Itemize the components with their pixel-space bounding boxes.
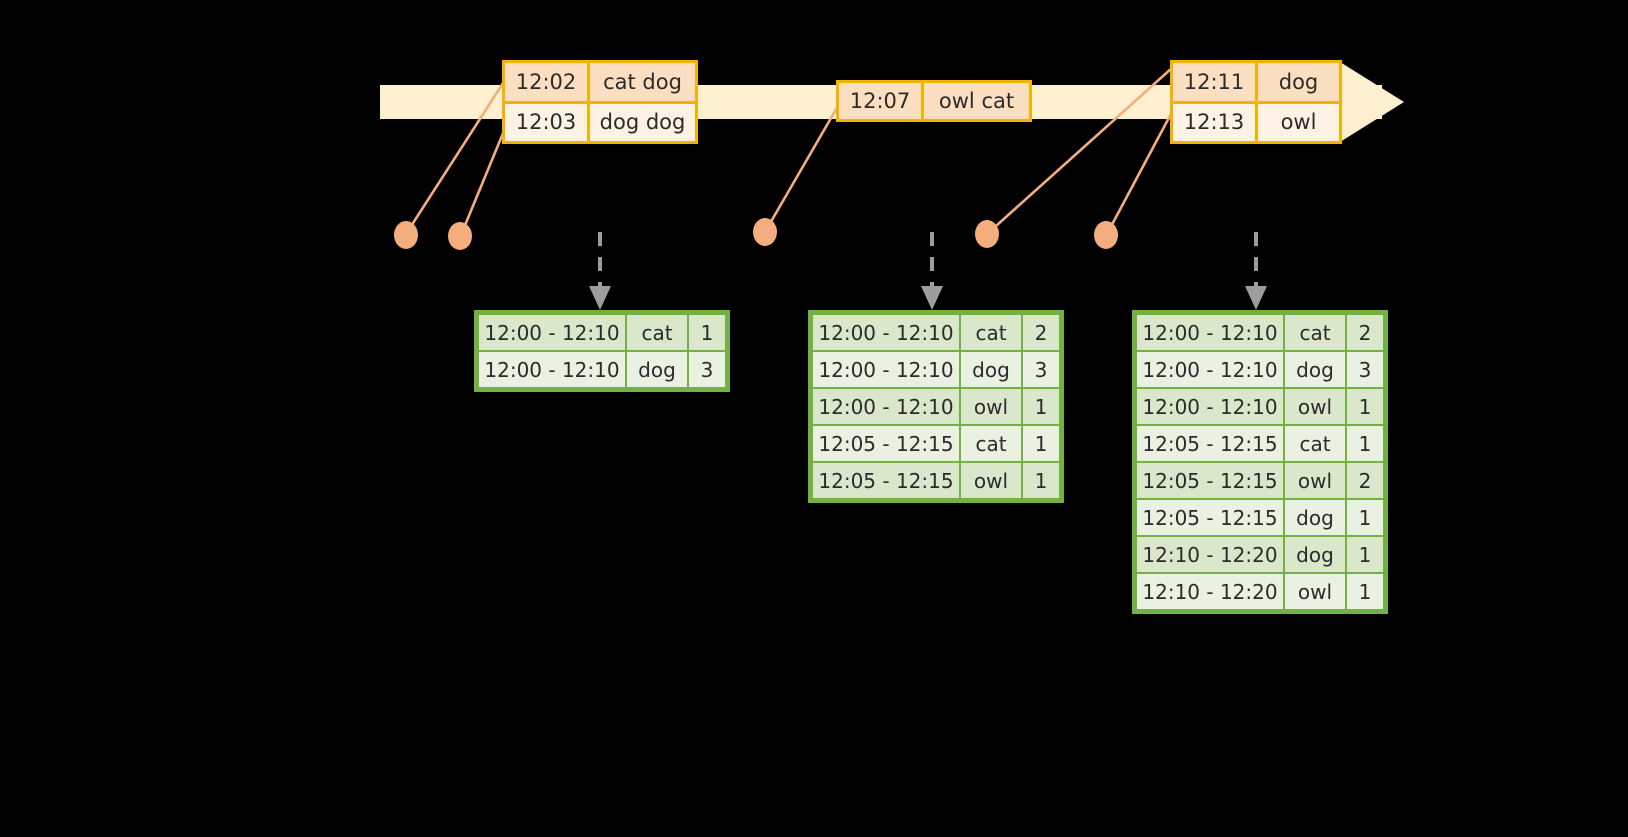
cell-count: 1 — [1022, 425, 1060, 462]
event-box-group-3[interactable]: 12:11 dog 12:13 owl — [1170, 60, 1342, 144]
cell-key: dog — [1284, 536, 1346, 573]
event-box-group-1[interactable]: 12:02 cat dog 12:03 dog dog — [502, 60, 698, 144]
cell-window: 12:00 - 12:10 — [1136, 314, 1284, 351]
cell-count: 1 — [688, 314, 726, 351]
event-payload: owl cat — [924, 83, 1029, 119]
event-time: 12:03 — [505, 103, 590, 141]
event-payload: cat dog — [590, 63, 695, 101]
cell-window: 12:00 - 12:10 — [1136, 388, 1284, 425]
event-dots — [394, 218, 1118, 250]
cell-count: 1 — [1346, 425, 1384, 462]
cell-key: dog — [1284, 351, 1346, 388]
cell-count: 2 — [1346, 462, 1384, 499]
cell-window: 12:05 - 12:15 — [812, 425, 960, 462]
event-time: 12:13 — [1173, 103, 1258, 141]
event-row[interactable]: 12:02 cat dog — [505, 63, 695, 101]
cell-window: 12:05 - 12:15 — [812, 462, 960, 499]
cell-window: 12:05 - 12:15 — [1136, 462, 1284, 499]
cell-key: dog — [1284, 499, 1346, 536]
cell-key: owl — [1284, 388, 1346, 425]
cell-count: 1 — [1346, 536, 1384, 573]
emit-arrows — [589, 232, 1267, 310]
cell-count: 3 — [1022, 351, 1060, 388]
cell-window: 12:00 - 12:10 — [478, 351, 626, 388]
cell-key: dog — [960, 351, 1022, 388]
cell-key: cat — [960, 314, 1022, 351]
cell-key: cat — [1284, 425, 1346, 462]
cell-window: 12:10 - 12:20 — [1136, 573, 1284, 610]
cell-count: 3 — [688, 351, 726, 388]
cell-key: owl — [960, 388, 1022, 425]
cell-window: 12:00 - 12:10 — [1136, 351, 1284, 388]
event-payload: dog — [1258, 63, 1339, 101]
cell-count: 1 — [1022, 462, 1060, 499]
cell-window: 12:00 - 12:10 — [478, 314, 626, 351]
event-payload: owl — [1258, 103, 1339, 141]
cell-key: owl — [1284, 462, 1346, 499]
event-box-group-2[interactable]: 12:07 owl cat — [836, 80, 1032, 122]
emit-arrow — [589, 232, 611, 310]
cell-key: cat — [1284, 314, 1346, 351]
cell-key: owl — [1284, 573, 1346, 610]
event-row[interactable]: 12:11 dog — [1173, 63, 1339, 101]
cell-count: 1 — [1346, 388, 1384, 425]
cell-count: 1 — [1346, 573, 1384, 610]
emit-arrow — [1245, 232, 1267, 310]
cell-window: 12:10 - 12:20 — [1136, 536, 1284, 573]
emit-arrow — [921, 232, 943, 310]
event-dot — [448, 222, 472, 250]
event-payload: dog dog — [590, 103, 695, 141]
cell-count: 3 — [1346, 351, 1384, 388]
cell-window: 12:05 - 12:15 — [1136, 425, 1284, 462]
cell-key: cat — [626, 314, 688, 351]
cell-window: 12:05 - 12:15 — [1136, 499, 1284, 536]
cell-window: 12:00 - 12:10 — [812, 314, 960, 351]
event-dot — [975, 220, 999, 248]
event-row[interactable]: 12:07 owl cat — [839, 83, 1029, 119]
cell-count: 1 — [1022, 388, 1060, 425]
cell-key: cat — [960, 425, 1022, 462]
cell-count: 2 — [1346, 314, 1384, 351]
event-row[interactable]: 12:03 dog dog — [505, 100, 695, 141]
cell-key: dog — [626, 351, 688, 388]
cell-count: 1 — [1346, 499, 1384, 536]
event-dot — [753, 218, 777, 246]
event-time: 12:07 — [839, 83, 924, 119]
event-row[interactable]: 12:13 owl — [1173, 100, 1339, 141]
cell-window: 12:00 - 12:10 — [812, 351, 960, 388]
event-dot — [1094, 221, 1118, 249]
event-dot — [394, 221, 418, 249]
cell-count: 2 — [1022, 314, 1060, 351]
event-time: 12:11 — [1173, 63, 1258, 101]
event-time: 12:02 — [505, 63, 590, 101]
cell-window: 12:00 - 12:10 — [812, 388, 960, 425]
cell-key: owl — [960, 462, 1022, 499]
